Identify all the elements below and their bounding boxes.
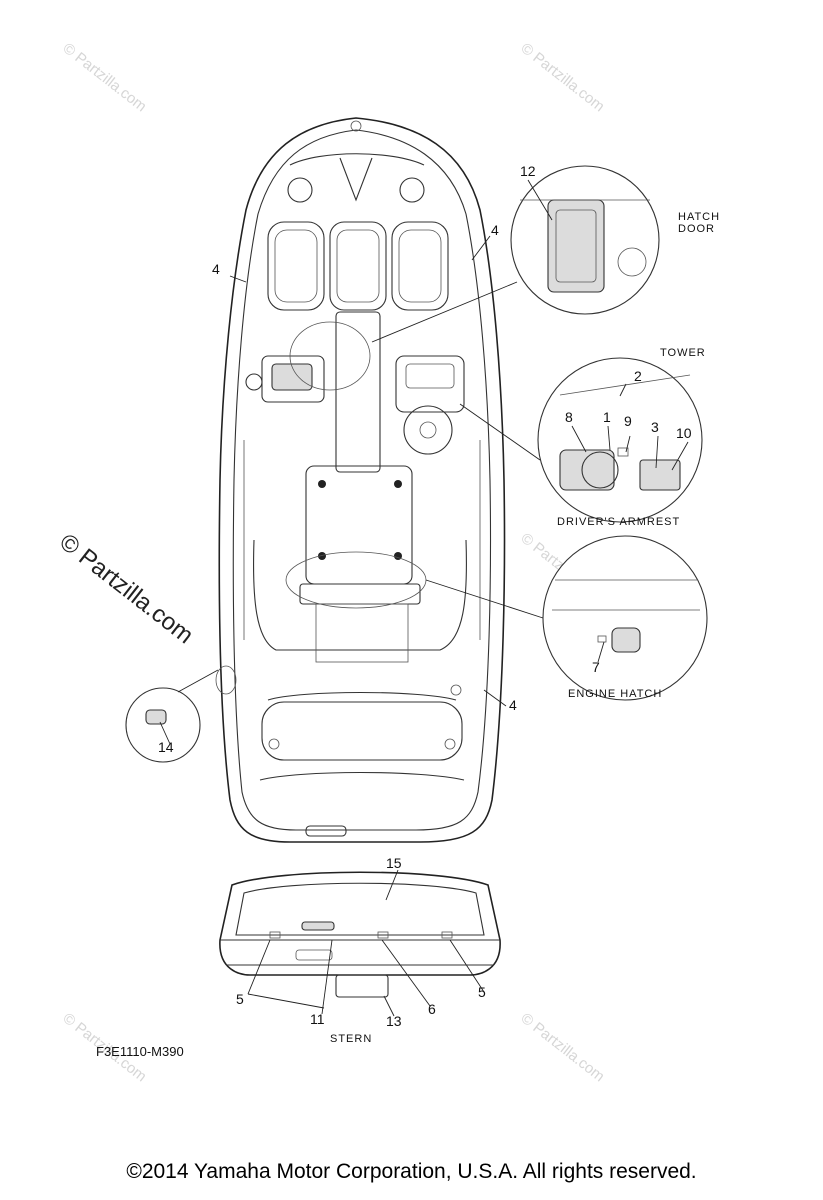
detail-hatch-door — [371, 165, 660, 343]
detail-engine-hatch — [425, 535, 708, 701]
watermark: © Partzilla.com — [60, 40, 150, 116]
caption-hatch-door: HATCH — [678, 211, 720, 223]
caption-stern: STERN — [330, 1033, 372, 1045]
part-number-label: 8 — [565, 409, 573, 425]
hull-outline — [218, 117, 506, 843]
copyright-notice: ©2014 Yamaha Motor Corporation, U.S.A. A… — [126, 1160, 697, 1183]
part-number-label: 7 — [592, 659, 600, 675]
part-number-label: 10 — [676, 425, 692, 441]
part-number-label: 2 — [634, 368, 642, 384]
part-number-label: 4 — [509, 697, 517, 713]
part-number-label: 12 — [520, 163, 536, 179]
part-number-label: 14 — [158, 739, 174, 755]
part-number-label: 6 — [428, 1001, 436, 1017]
part-number-label: 3 — [651, 419, 659, 435]
diagram-code: F3E1110-M390 — [96, 1044, 184, 1059]
watermark: © Partzilla.com — [518, 40, 608, 116]
part-number-label: 13 — [386, 1013, 402, 1029]
part-number-label: 11 — [310, 1011, 325, 1027]
captions: HATCH DOOR TOWER DRIVER'S ARMREST ENGINE… — [96, 211, 720, 1059]
part-number-label: 15 — [386, 855, 402, 871]
part-number-label: 5 — [478, 984, 486, 1000]
part-number-label: 4 — [212, 261, 220, 277]
leader-lines — [159, 179, 689, 1017]
part-number-label: 9 — [624, 413, 632, 429]
boat-top-view — [215, 117, 506, 843]
part-number-labels: 4 4 4 12 2 8 1 9 3 10 7 14 15 5 5 6 11 1… — [158, 163, 692, 1029]
part-number-label: 1 — [603, 409, 611, 425]
stern-view — [219, 871, 501, 998]
detail-side-label — [125, 669, 219, 763]
watermark: © Partzilla.com — [518, 1010, 608, 1086]
hull-inner — [232, 129, 492, 831]
part-number-label: 5 — [236, 991, 244, 1007]
watermark-large: © Partzilla.com — [54, 528, 198, 649]
caption-drivers-armrest: DRIVER'S ARMREST — [557, 516, 680, 528]
part-number-label: 4 — [491, 222, 499, 238]
caption-engine-hatch: ENGINE HATCH — [568, 688, 662, 700]
caption-hatch-door-2: DOOR — [678, 223, 715, 235]
detail-drivers-armrest — [459, 357, 703, 523]
caption-tower: TOWER — [660, 347, 706, 359]
